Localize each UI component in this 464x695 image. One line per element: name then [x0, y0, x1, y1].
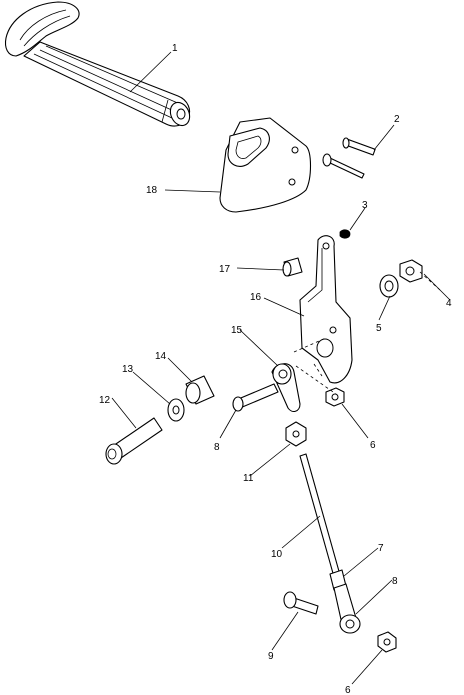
callout-9: 9 — [268, 651, 274, 662]
callout-1: 1 — [172, 43, 178, 54]
callout-5: 5 — [376, 323, 382, 334]
callout-6-upper: 6 — [370, 440, 376, 451]
callout-labels: 1 2 18 3 17 16 15 14 13 12 5 4 8 6 11 10… — [99, 43, 452, 695]
part-16-mounting-plate — [299, 235, 353, 384]
part-8-rod-end-lower — [333, 583, 361, 634]
callout-16: 16 — [250, 292, 262, 303]
part-6-nut-lower — [377, 631, 397, 653]
callout-10: 10 — [271, 549, 283, 560]
part-12-bolt — [105, 417, 163, 465]
part-10-shift-rod — [299, 453, 343, 585]
part-18-cover — [219, 117, 312, 213]
part-1-shift-lever — [4, 1, 191, 127]
part-2-pin — [322, 137, 376, 179]
part-6-nut-upper — [325, 387, 345, 407]
callout-7: 7 — [378, 543, 384, 554]
part-5-washer — [379, 274, 399, 298]
callout-6-lower: 6 — [345, 685, 351, 695]
callout-13: 13 — [122, 364, 134, 375]
callout-14: 14 — [155, 351, 167, 362]
part-9-bolt-lower — [283, 591, 319, 615]
callout-18: 18 — [146, 185, 158, 196]
part-17-bushing — [282, 257, 303, 277]
part-4-nut — [399, 259, 423, 283]
part-11-nut — [285, 421, 307, 447]
callout-2: 2 — [394, 114, 400, 125]
part-15-rod-end — [271, 363, 301, 413]
callout-8-upper: 8 — [214, 442, 220, 453]
callout-3: 3 — [362, 200, 368, 211]
callout-15: 15 — [231, 325, 243, 336]
callout-12: 12 — [99, 395, 111, 406]
callout-17: 17 — [219, 264, 231, 275]
part-8-bolt-upper — [232, 383, 279, 412]
leader-lines — [111, 51, 451, 685]
assembly-dashed-lines — [293, 271, 441, 395]
callout-8-lower: 8 — [392, 576, 398, 587]
callout-11: 11 — [243, 473, 254, 484]
callout-4: 4 — [446, 298, 452, 309]
part-13-washer — [167, 398, 185, 422]
part-3-clip — [339, 229, 351, 239]
part-14-spacer — [185, 375, 215, 405]
